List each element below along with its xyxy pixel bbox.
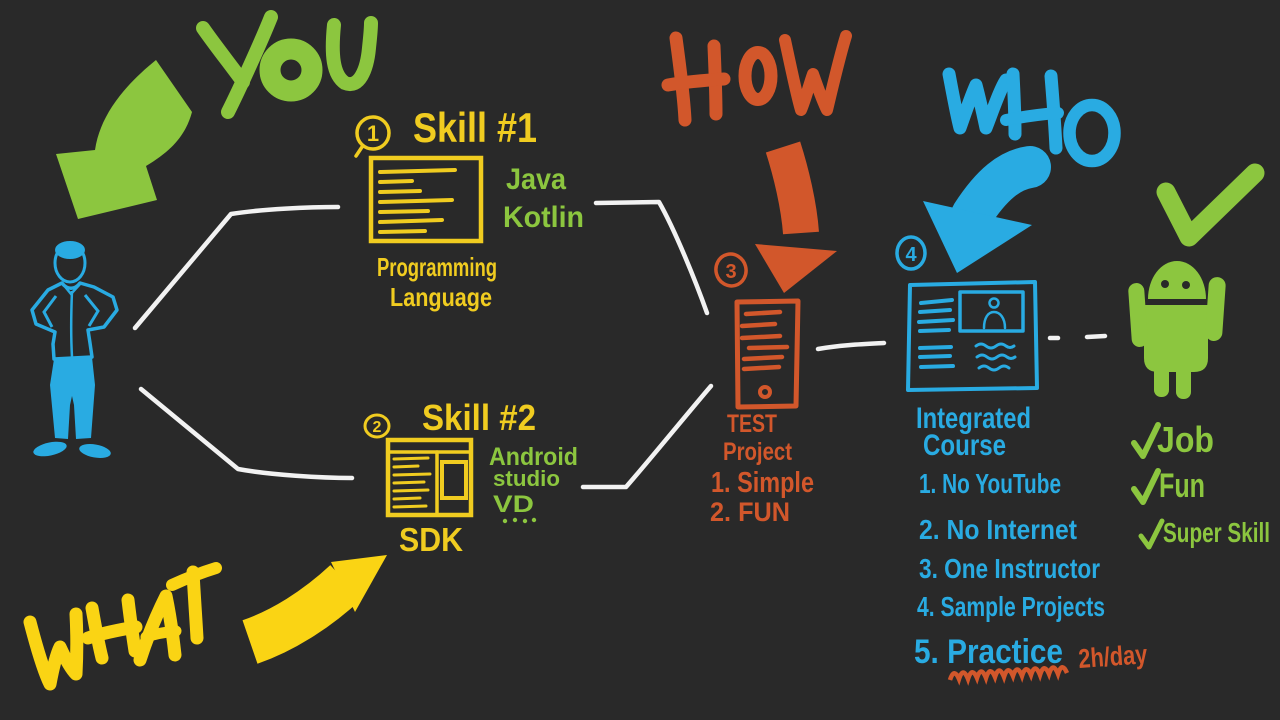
svg-text:VD: VD [493,491,534,518]
svg-text:1. No YouTube: 1. No YouTube [919,468,1061,499]
svg-text:Skill #2: Skill #2 [422,397,536,438]
svg-text:SDK: SDK [399,521,463,558]
svg-text:Kotlin: Kotlin [503,201,584,234]
svg-text:3. One Instructor: 3. One Instructor [919,553,1100,584]
svg-text:Course: Course [923,429,1006,462]
svg-text:Language: Language [390,282,492,312]
svg-text:Android: Android [489,443,578,471]
svg-text:2h/day: 2h/day [1077,639,1148,674]
svg-text:Fun: Fun [1159,467,1205,505]
svg-text:Project: Project [723,438,793,466]
svg-text:Skill #1: Skill #1 [413,104,537,151]
svg-text:2. No Internet: 2. No Internet [919,514,1077,545]
svg-text:studio: studio [493,466,560,491]
svg-text:4. Sample Projects: 4. Sample Projects [917,591,1105,622]
svg-text:Programming: Programming [377,252,497,282]
svg-text:4: 4 [905,244,917,266]
svg-text:2. FUN: 2. FUN [710,497,790,527]
svg-text:5. Practice: 5. Practice [914,633,1063,671]
svg-text:3: 3 [725,261,736,283]
svg-text:Java: Java [506,163,566,196]
svg-text:Super Skill: Super Skill [1163,517,1270,548]
svg-text:1: 1 [367,121,379,146]
svg-text:1. Simple: 1. Simple [711,467,814,499]
svg-text:Job: Job [1157,419,1214,460]
svg-text:Integrated: Integrated [916,402,1031,435]
svg-text:2: 2 [373,419,382,436]
svg-text:TEST: TEST [727,410,777,438]
